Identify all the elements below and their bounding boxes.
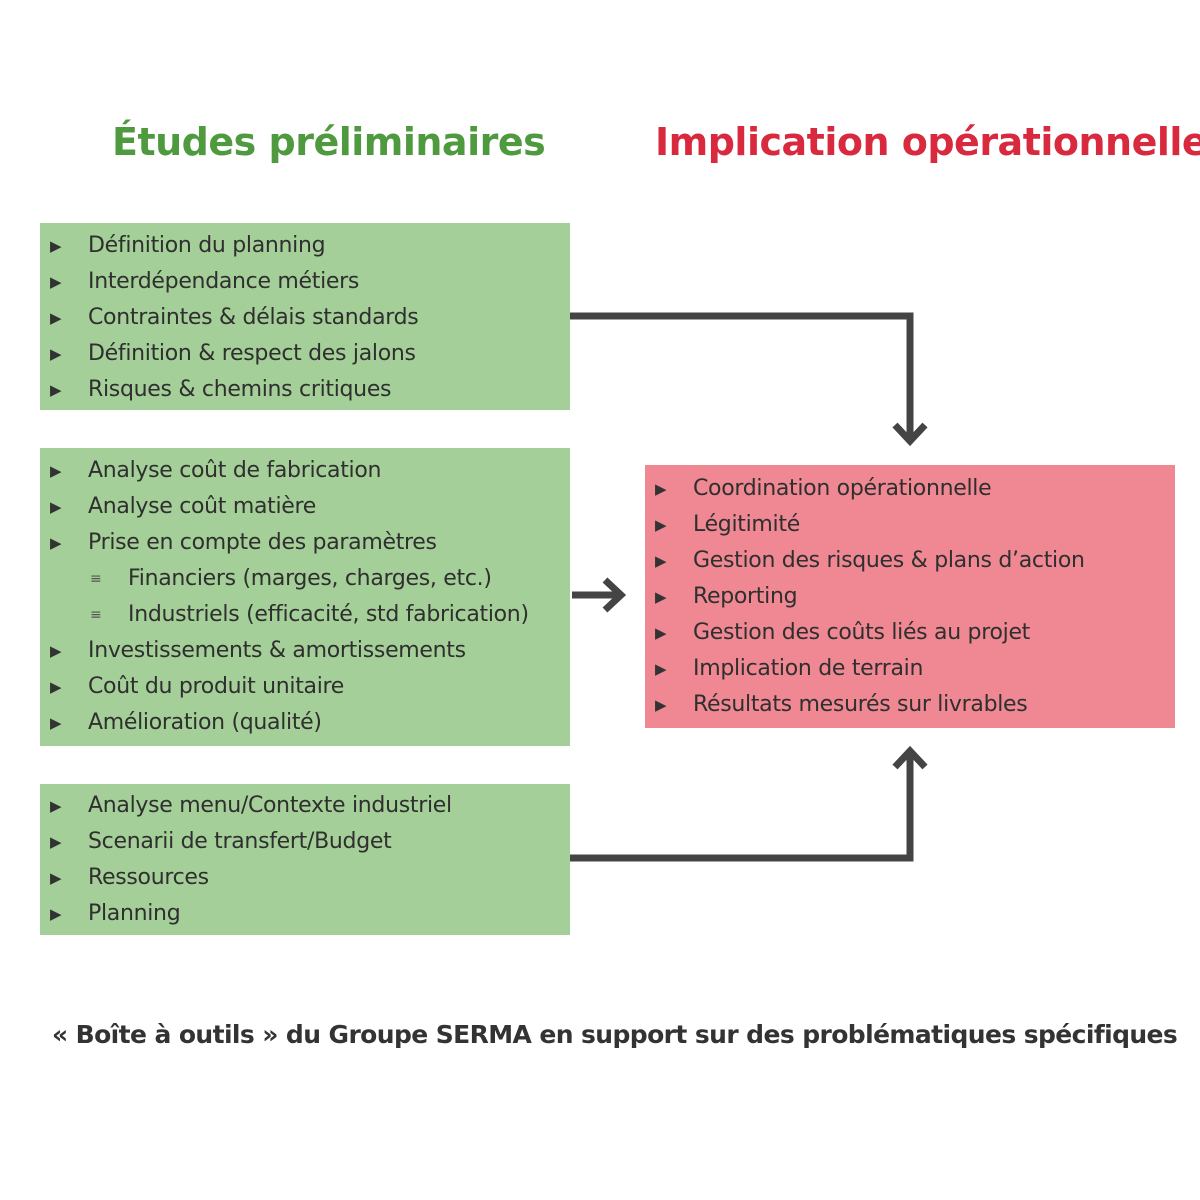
planning-studies-box: ▶ Définition du planning ▶ Interdépendance … bbox=[40, 223, 570, 410]
item-label: Gestion des risques & plans d’action bbox=[693, 548, 1085, 573]
heading-etudes-preliminaires: Études préliminaires bbox=[112, 120, 546, 164]
item-label: Interdépendance métiers bbox=[88, 269, 360, 294]
item-label: Définition du planning bbox=[88, 233, 326, 258]
triangle-bullet-icon: ▶ bbox=[655, 624, 667, 642]
sub-bullet-icon: ≡ bbox=[90, 607, 102, 623]
list-item: ▶ Prise en compte des paramètres bbox=[40, 525, 570, 561]
arrow-cost-to-ops-head bbox=[602, 577, 627, 613]
list-item: ▶ Planning bbox=[40, 896, 570, 932]
triangle-bullet-icon: ▶ bbox=[50, 678, 62, 696]
triangle-bullet-icon: ▶ bbox=[50, 462, 62, 480]
item-label: Gestion des coûts liés au projet bbox=[693, 620, 1031, 645]
item-label: Amélioration (qualité) bbox=[88, 710, 322, 735]
triangle-bullet-icon: ▶ bbox=[50, 309, 62, 327]
triangle-bullet-icon: ▶ bbox=[655, 552, 667, 570]
list-item: ▶ Analyse coût matière bbox=[40, 489, 570, 525]
list-item: ▶ Investissements & amortissements bbox=[40, 633, 570, 669]
item-label: Ressources bbox=[88, 865, 209, 890]
toolbox-caption: « Boîte à outils » du Groupe SERMA en su… bbox=[52, 1020, 1178, 1049]
list-item: ▶ Scenarii de transfert/Budget bbox=[40, 824, 570, 860]
list-item: ▶ Implication de terrain bbox=[645, 651, 1175, 687]
item-label: Coordination opérationnelle bbox=[693, 476, 992, 501]
triangle-bullet-icon: ▶ bbox=[50, 642, 62, 660]
sub-bullet-icon: ≡ bbox=[90, 571, 102, 587]
heading-implication-operationnelle: Implication opérationnelle bbox=[655, 120, 1200, 164]
triangle-bullet-icon: ▶ bbox=[50, 534, 62, 552]
item-label: Prise en compte des paramètres bbox=[88, 530, 437, 555]
arrow-transfer-to-ops bbox=[570, 752, 914, 862]
list-item: ▶ Résultats mesurés sur livrables bbox=[645, 687, 1175, 723]
triangle-bullet-icon: ▶ bbox=[50, 345, 62, 363]
triangle-bullet-icon: ▶ bbox=[50, 869, 62, 887]
arrow-planning-to-ops-head bbox=[892, 422, 928, 447]
list-item: ▶ Définition du planning bbox=[40, 228, 570, 264]
triangle-bullet-icon: ▶ bbox=[50, 905, 62, 923]
list-item: ▶ Interdépendance métiers bbox=[40, 264, 570, 300]
arrow-planning-to-ops bbox=[570, 312, 914, 440]
item-label: Scenarii de transfert/Budget bbox=[88, 829, 392, 854]
sub-list-item: ≡ Industriels (efficacité, std fabricatio… bbox=[40, 597, 570, 633]
triangle-bullet-icon: ▶ bbox=[655, 516, 667, 534]
list-item: ▶ Coordination opérationnelle bbox=[645, 471, 1175, 507]
list-item: ▶ Reporting bbox=[645, 579, 1175, 615]
operational-involvement-box: ▶Coordination opérationnelle▶Légitimité▶… bbox=[645, 465, 1175, 728]
triangle-bullet-icon: ▶ bbox=[50, 273, 62, 291]
triangle-bullet-icon: ▶ bbox=[50, 237, 62, 255]
item-label: Risques & chemins critiques bbox=[88, 377, 392, 402]
triangle-bullet-icon: ▶ bbox=[50, 381, 62, 399]
list-item: ▶ Contraintes & délais standards bbox=[40, 300, 570, 336]
item-label: Coût du produit unitaire bbox=[88, 674, 345, 699]
list-item: ▶ Légitimité bbox=[645, 507, 1175, 543]
cost-analysis-box: ▶ Analyse coût de fabrication ▶ Analyse coû… bbox=[40, 448, 570, 746]
sub-list-item: ≡ Financiers (marges, charges, etc.) bbox=[40, 561, 570, 597]
item-label: Résultats mesurés sur livrables bbox=[693, 692, 1028, 717]
list-item: ▶ Ressources bbox=[40, 860, 570, 896]
list-item: ▶ Gestion des risques & plans d’action bbox=[645, 543, 1175, 579]
item-label: Analyse coût de fabrication bbox=[88, 458, 382, 483]
triangle-bullet-icon: ▶ bbox=[50, 797, 62, 815]
item-label: Reporting bbox=[693, 584, 798, 609]
item-label: Analyse coût matière bbox=[88, 494, 316, 519]
triangle-bullet-icon: ▶ bbox=[655, 480, 667, 498]
arrow-transfer-to-ops-head bbox=[892, 745, 928, 770]
transfer-analysis-box: ▶ Analyse menu/Contexte industriel ▶ Scenar… bbox=[40, 784, 570, 935]
list-item: ▶ Définition & respect des jalons bbox=[40, 336, 570, 372]
list-item: ▶ Coût du produit unitaire bbox=[40, 669, 570, 705]
list-item: ▶ Analyse coût de fabrication bbox=[40, 453, 570, 489]
triangle-bullet-icon: ▶ bbox=[655, 660, 667, 678]
list-item: ▶ Risques & chemins critiques bbox=[40, 372, 570, 408]
triangle-bullet-icon: ▶ bbox=[655, 696, 667, 714]
triangle-bullet-icon: ▶ bbox=[50, 833, 62, 851]
list-item: ▶ Gestion des coûts liés au projet bbox=[645, 615, 1175, 651]
item-label: Financiers (marges, charges, etc.) bbox=[128, 566, 492, 591]
item-label: Investissements & amortissements bbox=[88, 638, 466, 663]
item-label: Contraintes & délais standards bbox=[88, 305, 419, 330]
triangle-bullet-icon: ▶ bbox=[655, 588, 667, 606]
list-item: ▶ Analyse menu/Contexte industriel bbox=[40, 788, 570, 824]
item-label: Analyse menu/Contexte industriel bbox=[88, 793, 452, 818]
triangle-bullet-icon: ▶ bbox=[50, 714, 62, 732]
item-label: Définition & respect des jalons bbox=[88, 341, 416, 366]
item-label: Planning bbox=[88, 901, 181, 926]
triangle-bullet-icon: ▶ bbox=[50, 498, 62, 516]
list-item: ▶ Amélioration (qualité) bbox=[40, 705, 570, 741]
item-label: Industriels (efficacité, std fabrication… bbox=[128, 602, 529, 627]
item-label: Implication de terrain bbox=[693, 656, 924, 681]
item-label: Légitimité bbox=[693, 512, 800, 537]
